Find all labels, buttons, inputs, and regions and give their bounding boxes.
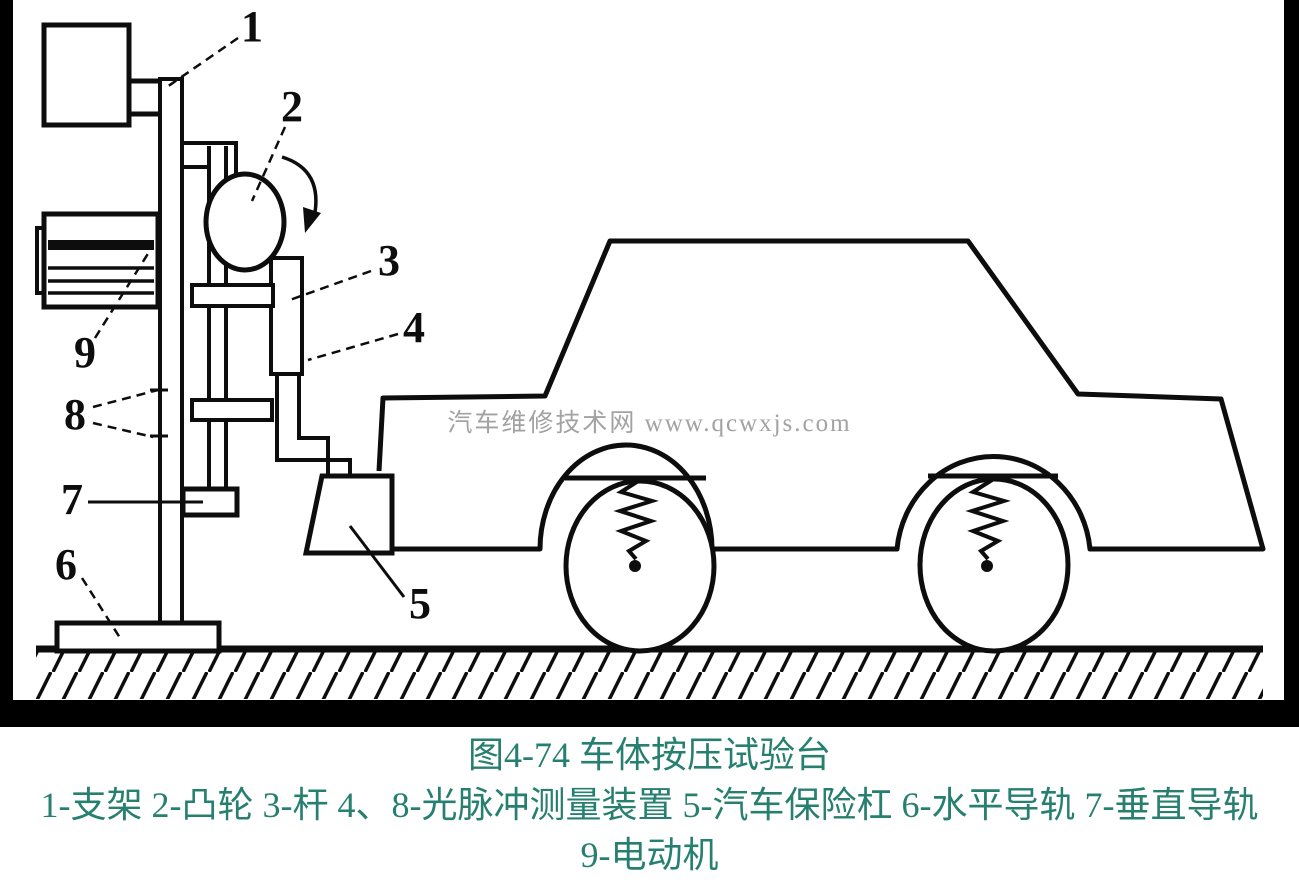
- front-suspension-spring: [613, 478, 659, 561]
- rotation-arrow-head: [303, 207, 321, 233]
- part-label-6: 6: [55, 540, 77, 589]
- press-arm-outer: [275, 300, 352, 477]
- part-label-4: 4: [403, 303, 425, 352]
- part-label-5: 5: [409, 579, 431, 628]
- part-label-9: 9: [74, 328, 96, 377]
- leader-5: [348, 525, 406, 598]
- rear-wheel: [917, 476, 1071, 654]
- optical-pulse-device-upper: [190, 283, 275, 308]
- part-label-7: 7: [61, 475, 83, 524]
- figure-caption-legend2: 9-电动机: [580, 835, 719, 875]
- scan-border-bottom: [0, 700, 1299, 727]
- rear-spring-dot: [981, 560, 993, 572]
- rod: [269, 256, 304, 376]
- cam: [203, 171, 287, 273]
- leader-1: [163, 36, 239, 91]
- part-label-1: 1: [241, 2, 263, 51]
- leader-6: [80, 577, 124, 642]
- part-label-3: 3: [378, 236, 400, 285]
- leader-lines: [80, 36, 399, 642]
- rear-suspension-spring: [965, 478, 1011, 561]
- leader-4: [307, 332, 399, 362]
- car-body-outline: [376, 238, 1266, 552]
- leader-8b: [92, 421, 154, 439]
- part-label-2: 2: [281, 82, 303, 131]
- scan-border-left: [0, 0, 13, 702]
- car-bumper: [302, 473, 395, 556]
- leader-2: [250, 126, 287, 202]
- scan-border-right: [1284, 0, 1299, 727]
- upper-bracket: [182, 141, 238, 178]
- motor-ribs: [48, 266, 154, 295]
- leader-8a: [92, 388, 159, 409]
- front-spring-dot: [629, 560, 641, 572]
- ground-hatching: [36, 652, 1263, 699]
- figure-caption-title: 图4-74 车体按压试验台: [468, 735, 831, 775]
- leader-9: [93, 251, 151, 339]
- base-slide: [54, 620, 222, 654]
- support-column: [158, 77, 184, 626]
- optical-pulse-device-lower: [190, 398, 274, 422]
- part-label-8: 8: [64, 390, 86, 439]
- site-watermark: 汽车维修技术网 www.qcwxjs.com: [447, 410, 852, 437]
- figure-caption-legend1: 1-支架 2-凸轮 3-杆 4、8-光脉冲测量装置 5-汽车保险杠 6-水平导轨…: [40, 785, 1259, 825]
- rotation-arrow-arc: [281, 155, 318, 219]
- bracket-top-box: [41, 22, 132, 128]
